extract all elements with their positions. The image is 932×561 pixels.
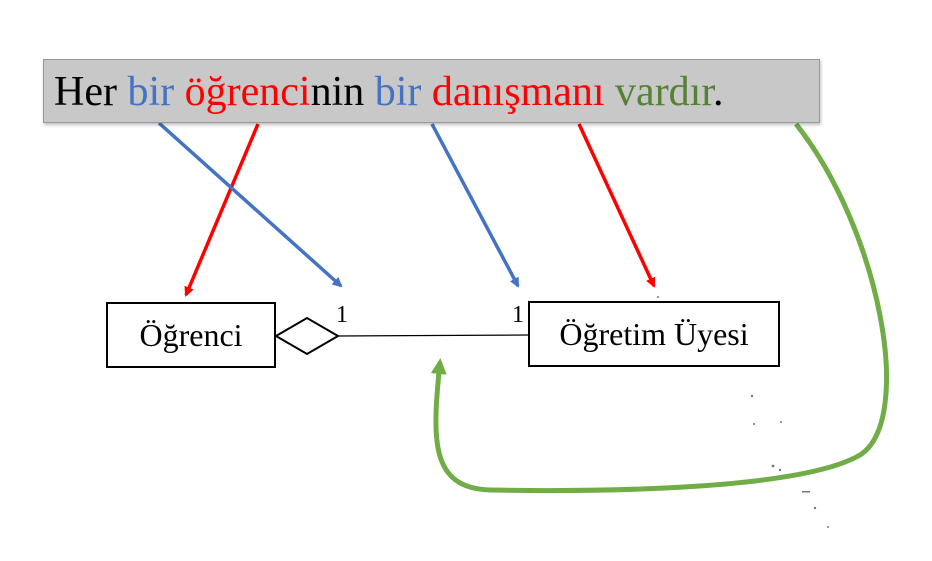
sentence-segment: bir xyxy=(374,69,422,115)
scan-specks xyxy=(657,296,829,528)
sentence-segment: . xyxy=(713,69,724,115)
multiplicity-right: 1 xyxy=(512,302,524,328)
arrow-bir-to-left-mult xyxy=(157,121,343,288)
arrow-ogrenci-to-student xyxy=(184,123,260,297)
arrow-danismani-to-faculty xyxy=(577,123,656,288)
sentence: Her bir öğrencinin bir danışmanı vardır. xyxy=(54,66,724,118)
sentence-segment: nin xyxy=(310,69,375,115)
sentence-segment: öğrenci xyxy=(184,69,311,115)
sentence-segment: bir xyxy=(127,69,175,115)
class-student-label: Öğrenci xyxy=(139,316,243,353)
sentence-segment xyxy=(605,69,616,115)
aggregation-diamond xyxy=(274,316,340,356)
class-faculty-label: Öğretim Üyesi xyxy=(559,315,749,352)
association-line xyxy=(337,334,529,337)
sentence-segment xyxy=(421,69,432,115)
sentence-box: Her bir öğrencinin bir danışmanı vardır. xyxy=(43,59,820,123)
sentence-segment: Her xyxy=(54,69,128,115)
sentence-segment xyxy=(174,69,185,115)
arrow-bir-to-right-mult xyxy=(430,123,520,288)
sentence-segment: danışmanı xyxy=(431,69,605,115)
class-student: Öğrenci xyxy=(106,302,276,368)
sentence-segment: vardır xyxy=(615,69,714,115)
class-faculty: Öğretim Üyesi xyxy=(528,301,780,367)
arrow-vardir-to-association xyxy=(430,122,889,494)
multiplicity-left: 1 xyxy=(336,302,348,328)
